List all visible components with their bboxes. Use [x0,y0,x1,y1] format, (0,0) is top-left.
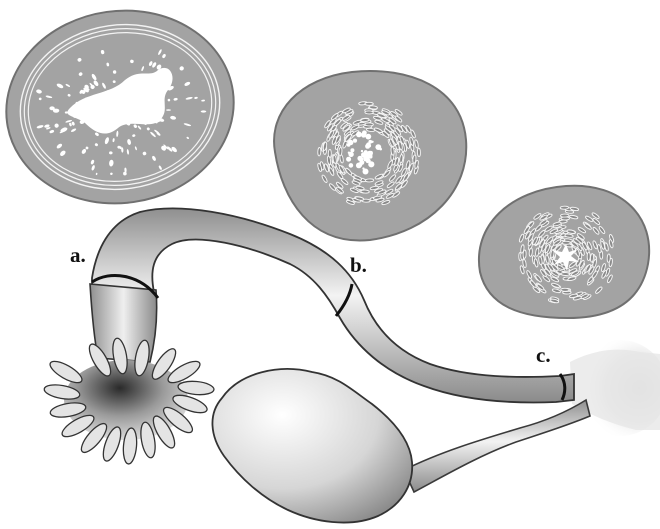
fold-mark [371,141,373,143]
muscle-mark [529,248,533,257]
muscle-mark [561,272,569,275]
fimbria-finger [47,357,85,386]
muscle-mark [590,254,594,263]
muscle-mark [365,102,373,105]
fold-mark [366,155,371,160]
fold-mark [348,152,353,157]
muscle-mark [365,111,373,114]
fold-mark [166,109,171,111]
label-c: c. [536,343,551,367]
fold-mark [369,151,373,155]
fold-mark [365,144,370,149]
uterine-horn [570,340,660,436]
muscle-mark [361,190,370,194]
fold-mark [349,163,354,168]
fold-mark [365,134,371,140]
fold-mark [356,163,362,169]
cross-section-b [274,71,466,240]
muscle-mark [339,147,343,156]
fold-mark [346,157,351,162]
muscle-mark [561,288,569,291]
fold-mark [368,161,374,167]
fold-mark [350,148,354,152]
fold-mark [356,132,362,138]
muscle-mark [417,148,420,156]
muscle-mark [562,241,570,244]
cross-section-a [0,0,246,218]
ovary [212,369,412,523]
fold-mark [375,144,381,150]
fold-mark [347,143,351,147]
muscle-mark [365,123,373,126]
muscle-mark [318,147,321,156]
fold-mark [357,156,362,161]
ovarian-ligament [404,400,590,492]
label-b: b. [350,253,367,277]
muscle-mark [366,128,375,132]
muscle-mark [560,206,568,209]
fold-mark [361,150,363,152]
fold-mark [362,130,367,135]
muscle-mark [361,118,370,122]
fold-mark [353,139,357,143]
cross-section-c [479,186,649,318]
muscle-mark [365,179,374,182]
muscle-mark [587,252,590,260]
muscle-mark [523,250,526,258]
muscle-mark [607,254,610,263]
fold-mark [363,169,369,175]
muscle-mark [560,214,568,217]
label-a: a. [70,243,86,267]
